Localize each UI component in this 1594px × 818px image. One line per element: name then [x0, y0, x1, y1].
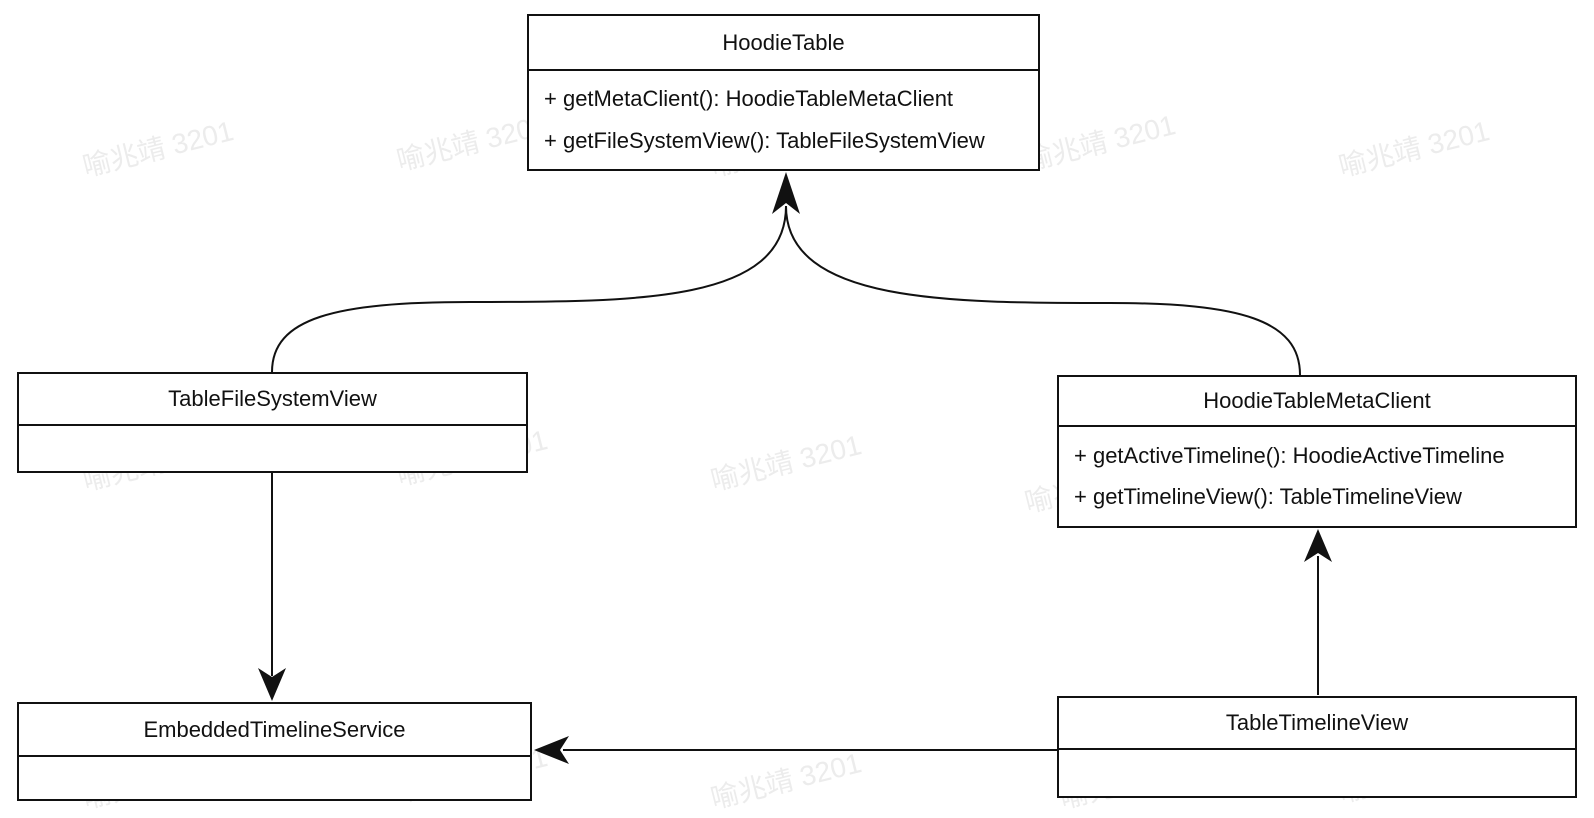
- class-box-hoodietable: HoodieTable + getMetaClient(): HoodieTab…: [527, 14, 1040, 171]
- class-methods-tablefilesystemview: [19, 426, 526, 471]
- edge-filesystemview-to-hoodietable: [271, 205, 787, 373]
- class-title-embeddedtimelineservice: EmbeddedTimelineService: [19, 704, 530, 757]
- class-title-tablefilesystemview: TableFileSystemView: [19, 374, 526, 426]
- method-getmetaclient: + getMetaClient(): HoodieTableMetaClient: [544, 86, 954, 112]
- class-title-hoodietablemetaclient: HoodieTableMetaClient: [1059, 377, 1575, 427]
- class-box-tabletimelineview: TableTimelineView: [1057, 696, 1577, 798]
- arrowhead-up-metaclient: [1304, 529, 1332, 562]
- class-methods-hoodietable: + getMetaClient(): HoodieTableMetaClient…: [529, 71, 1038, 169]
- edge-metaclient-to-hoodietable: [785, 205, 1301, 376]
- method-getfilesystemview: + getFileSystemView(): TableFileSystemVi…: [544, 127, 985, 153]
- class-title-hoodietable: HoodieTable: [529, 16, 1038, 71]
- class-box-hoodietablemetaclient: HoodieTableMetaClient + getActiveTimelin…: [1057, 375, 1577, 528]
- arrowhead-down-embeddedtimelineservice: [258, 668, 286, 701]
- class-methods-embeddedtimelineservice: [19, 757, 530, 799]
- method-getactivetimeline: + getActiveTimeline(): HoodieActiveTimel…: [1074, 442, 1505, 468]
- class-box-tablefilesystemview: TableFileSystemView: [17, 372, 528, 473]
- arrowhead-left-embeddedtimelineservice: [534, 736, 569, 764]
- class-methods-hoodietablemetaclient: + getActiveTimeline(): HoodieActiveTimel…: [1059, 427, 1575, 526]
- class-box-embeddedtimelineservice: EmbeddedTimelineService: [17, 702, 532, 801]
- class-title-tabletimelineview: TableTimelineView: [1059, 698, 1575, 750]
- arrowhead-up-hoodietable: [772, 172, 800, 214]
- class-methods-tabletimelineview: [1059, 750, 1575, 796]
- method-gettimelineview: + getTimelineView(): TableTimelineView: [1074, 484, 1462, 510]
